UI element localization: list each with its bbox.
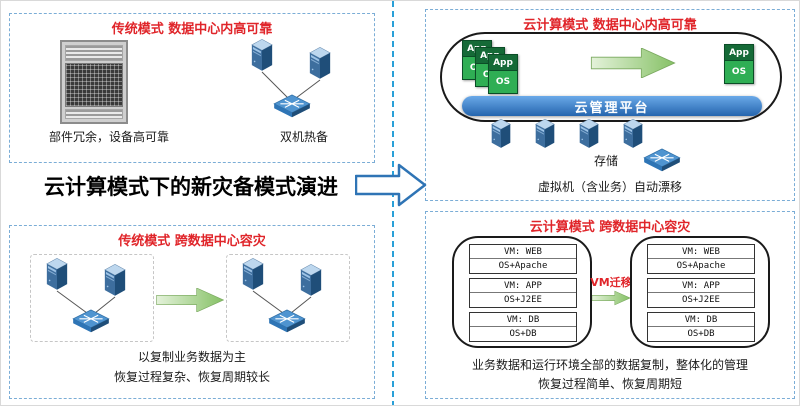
migration-arrow-icon xyxy=(592,290,630,306)
rack-disk-grid xyxy=(65,63,123,107)
cloud-platform-bar: 云管理平台 xyxy=(462,96,762,116)
vm-box-db: VM: DB OS+DB xyxy=(469,312,577,342)
vm-name: VM: DB xyxy=(648,313,754,327)
server-icon xyxy=(299,263,323,297)
vm-app-tile: App OS xyxy=(488,54,518,94)
connection-lines xyxy=(56,290,116,314)
vm-os: OS+Apache xyxy=(676,261,726,271)
vm-name: VM: WEB xyxy=(648,245,754,259)
vm-name: VM: APP xyxy=(470,279,576,293)
server-icon xyxy=(250,38,274,72)
vm-box-web: VM: WEB OS+Apache xyxy=(647,244,755,274)
switch-icon xyxy=(71,309,111,334)
caption-vm-drift: 虚拟机（含业务）自动漂移 xyxy=(537,180,682,194)
panel-title: 云计算模式 跨数据中心容灾 xyxy=(529,220,691,235)
caption-fast-recovery: 恢复过程简单、恢复周期短 xyxy=(537,377,682,391)
ha-caption: 双机热备 xyxy=(279,130,328,144)
caption-recovery: 恢复过程复杂、恢复周期较长 xyxy=(113,370,270,384)
panel-traditional-intra-dc: 传统模式 数据中心内高可靠 部件冗余，设备高可靠 双机热备 xyxy=(9,13,375,163)
vm-app-tile: App OS xyxy=(724,44,754,84)
rack-caption: 部件冗余，设备高可靠 xyxy=(48,130,169,144)
switch-icon xyxy=(272,94,312,119)
vm-box-web: VM: WEB OS+Apache xyxy=(469,244,577,274)
os-label: OS xyxy=(489,71,517,93)
center-divider-line xyxy=(392,1,394,405)
vm-os: OS+J2EE xyxy=(682,295,720,305)
main-title: 云计算模式下的新灾备模式演进 xyxy=(44,175,338,199)
vm-name: VM: WEB xyxy=(470,245,576,259)
vm-name: VM: DB xyxy=(470,313,576,327)
vm-stack: VM: WEB OS+Apache VM: APP OS+J2EE VM: DB… xyxy=(647,244,755,342)
vm-box-app: VM: APP OS+J2EE xyxy=(647,278,755,308)
os-label: OS xyxy=(725,61,753,83)
storage-server-icon xyxy=(578,118,600,149)
panel-title: 传统模式 数据中心内高可靠 xyxy=(111,22,273,37)
vm-box-app: VM: APP OS+J2EE xyxy=(469,278,577,308)
dc-cluster-backup xyxy=(226,254,350,342)
vm-os: OS+DB xyxy=(509,329,537,339)
switch-icon xyxy=(267,309,307,334)
storage-server-icon xyxy=(622,118,644,149)
panel-cloud-intra-dc: 云计算模式 数据中心内高可靠 App OS App OS App OS xyxy=(425,9,795,201)
app-label: App xyxy=(489,55,517,71)
server-icon xyxy=(103,263,127,297)
storage-server-icon xyxy=(490,118,512,149)
vm-cluster-backup: VM: WEB OS+Apache VM: APP OS+J2EE VM: DB… xyxy=(630,236,770,348)
storage-server-icon xyxy=(534,118,556,149)
vm-os: OS+Apache xyxy=(498,261,548,271)
vm-migration-label: VM迁移 xyxy=(590,276,632,289)
server-rack-icon xyxy=(60,40,128,124)
server-icon xyxy=(241,257,265,291)
vm-name: VM: APP xyxy=(648,279,754,293)
cloud-resource-pool: App OS App OS App OS App OS 云管理平台 xyxy=(440,32,782,122)
vm-box-db: VM: DB OS+DB xyxy=(647,312,755,342)
panel-title: 云计算模式 数据中心内高可靠 xyxy=(523,18,697,33)
panel-title: 传统模式 跨数据中心容灾 xyxy=(118,234,266,249)
vm-os: OS+DB xyxy=(687,329,715,339)
panel-cloud-cross-dc: 云计算模式 跨数据中心容灾 VM: WEB OS+Apache VM: APP … xyxy=(425,211,795,399)
replication-arrow-icon xyxy=(156,288,224,312)
rack-vents xyxy=(65,45,123,61)
caption-replication: 以复制业务数据为主 xyxy=(137,350,246,364)
caption-data-replication: 业务数据和运行环境全部的数据复制，整体化的管理 xyxy=(471,358,748,372)
vm-os: OS+J2EE xyxy=(504,295,542,305)
storage-label: 存储 xyxy=(593,154,618,168)
drift-arrow-icon xyxy=(590,48,676,78)
server-icon xyxy=(45,257,69,291)
server-icon xyxy=(308,46,332,80)
panel-traditional-cross-dc: 传统模式 跨数据中心容灾 以复制业务数据为主 xyxy=(9,225,375,399)
evolution-arrow-icon xyxy=(355,163,427,207)
vm-cluster-primary: VM: WEB OS+Apache VM: APP OS+J2EE VM: DB… xyxy=(452,236,592,348)
connection-lines xyxy=(261,71,321,99)
app-label: App xyxy=(725,45,753,61)
connection-lines xyxy=(252,290,312,314)
ha-cluster xyxy=(238,38,370,130)
switch-icon xyxy=(642,148,682,173)
dc-cluster-primary xyxy=(30,254,154,342)
vm-stack: VM: WEB OS+Apache VM: APP OS+J2EE VM: DB… xyxy=(469,244,577,342)
rack-vents xyxy=(65,109,123,119)
